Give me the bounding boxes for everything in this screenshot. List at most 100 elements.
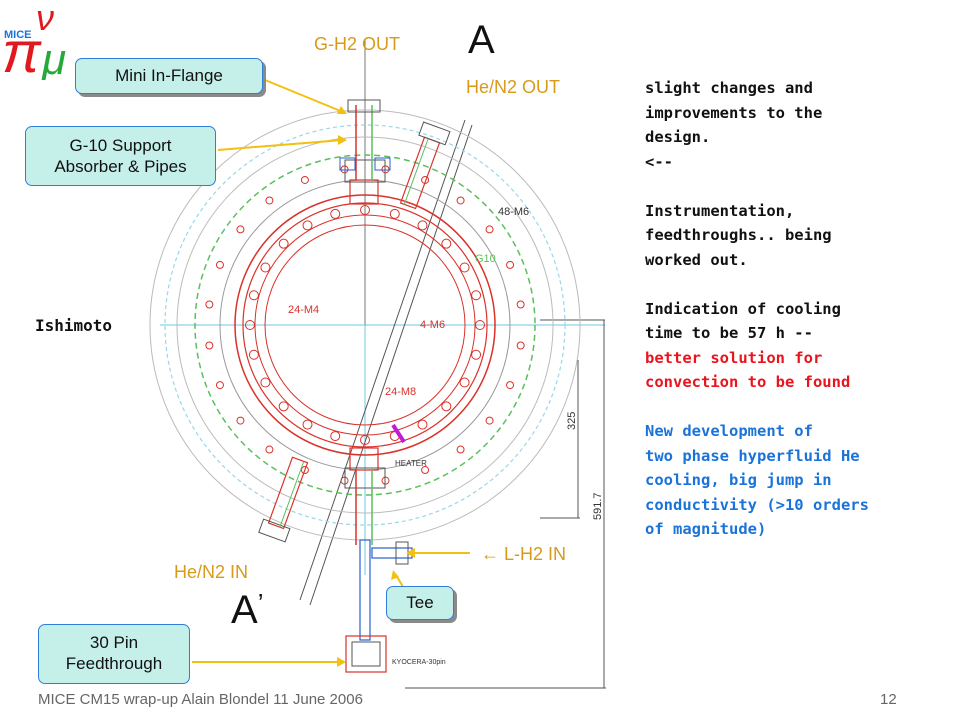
note-line-blue: conductivity (>10 orders — [645, 495, 869, 514]
label-l-h2-in: ← L-H2 IN — [481, 544, 566, 565]
note-spacer — [645, 272, 960, 297]
callout-g10-line2: Absorber & Pipes — [54, 157, 187, 176]
outer-bolt-holes — [205, 165, 525, 485]
outer-bolt-hole — [456, 445, 465, 454]
outer-bolt-hole — [265, 196, 274, 205]
absorber-ring-mid — [242, 202, 488, 448]
top-clamp-left — [339, 157, 356, 171]
bolt-hole — [278, 401, 289, 412]
diagonal-pipe-line-2 — [309, 124, 473, 606]
outer-bolt-hole — [485, 225, 494, 234]
note-line-blue: New development of — [645, 422, 813, 440]
bottom-flange-block — [349, 447, 379, 471]
label-24-m4: 24-M4 — [288, 304, 319, 316]
label-g-h2-out: G-H2 OUT — [314, 34, 401, 54]
outer-bolt-hole — [236, 416, 245, 425]
bolt-hole — [302, 419, 313, 430]
bolt-hole — [248, 349, 259, 360]
absorber-ring-outer — [234, 194, 496, 456]
bolt-holes — [245, 205, 485, 445]
callout-feed-line2: Feedthrough — [65, 654, 163, 673]
footer-text: MICE CM15 wrap-up Alain Blondel 11 June … — [38, 691, 363, 708]
bolt-hole — [459, 262, 470, 273]
page-number: 12 — [880, 691, 897, 708]
mice-logo-graphic: π ν μ MICE — [2, 0, 66, 85]
label-he-n2-out: He/N2 OUT — [466, 77, 561, 97]
label-kyocera: KYOCERA-30pin — [392, 659, 446, 666]
bolt-hole — [471, 290, 482, 301]
note-line-blue: of magnitude) — [645, 520, 767, 538]
bolt-hole — [441, 238, 452, 249]
lower-left-port — [258, 456, 309, 543]
bolt-hole — [441, 401, 452, 412]
note-line: time to be 57 h -- — [645, 324, 813, 342]
callout-tee: Tee — [386, 586, 454, 620]
absorber-inner — [264, 224, 466, 426]
top-flange-block — [349, 179, 379, 205]
bolt-hole — [248, 290, 259, 301]
section-label-a: A — [468, 18, 495, 62]
notes-panel: slight changes and improvements to the d… — [645, 76, 960, 542]
outer-bolt-hole — [215, 260, 224, 269]
bolt-hole — [260, 377, 271, 388]
label-4-m6: 4-M6 — [420, 319, 445, 331]
callout-g10-line1: G-10 Support — [69, 136, 172, 155]
note-line: design. — [645, 128, 711, 146]
bolt-hole — [459, 377, 470, 388]
note-line: worked out. — [645, 250, 748, 269]
bolt-hole — [360, 435, 370, 445]
bolt-hole — [475, 320, 485, 330]
label-g10: G10 — [475, 253, 496, 265]
mini-flange-top — [347, 99, 381, 113]
feedthrough-body — [351, 641, 381, 667]
dimension-325: 325 — [566, 412, 578, 430]
label-heater: HEATER — [395, 459, 427, 468]
note-line-blue: cooling, big jump in — [645, 471, 832, 489]
top-support-block — [344, 159, 386, 183]
note-line-blue: two phase hyperfluid He — [645, 446, 860, 465]
note-line-red: convection to be found — [645, 373, 851, 391]
dimension-5917: 591.7 — [592, 492, 604, 520]
outer-bolt-hole — [421, 466, 430, 475]
heater-element — [391, 423, 406, 444]
section-label-a-prime: A’ — [231, 588, 263, 633]
bolt-hole — [278, 238, 289, 249]
bolt-hole — [330, 431, 341, 442]
author-ishimoto: Ishimoto — [35, 316, 113, 335]
outer-bolt-hole — [506, 260, 515, 269]
feed-pipe — [359, 539, 371, 641]
label-24-m8: 24-M8 — [385, 386, 416, 398]
diagonal-pipe-line-1 — [299, 119, 466, 601]
left-arrow-icon: ← — [481, 544, 499, 564]
bolt-hole — [302, 220, 313, 231]
note-line: slight changes and — [645, 79, 813, 97]
bolt-hole — [260, 262, 271, 273]
upper-right-port — [399, 121, 451, 210]
note-line: <-- — [645, 152, 673, 171]
callout-feed-line1: 30 Pin — [89, 633, 139, 652]
logo-nu: ν — [36, 0, 54, 38]
callout-30-pin-feedthrough: 30 Pin Feedthrough — [38, 624, 190, 684]
outer-bolt-hole — [485, 416, 494, 425]
mice-logo: π ν μ MICE — [0, 0, 80, 85]
bolt-hole — [330, 208, 341, 219]
bolt-hole — [389, 208, 400, 219]
outer-bolt-hole — [205, 300, 214, 309]
label-48-m6: 48-M6 — [498, 206, 529, 218]
outer-ring-2 — [176, 136, 554, 514]
bolt-hole — [417, 220, 428, 231]
section-a-prime-letter: A — [231, 588, 258, 632]
top-clamp-right — [374, 157, 391, 171]
outer-bolt-hole — [516, 341, 525, 350]
callout-g10-support: G-10 Support Absorber & Pipes — [25, 126, 216, 186]
outer-bolt-hole — [236, 225, 245, 234]
outer-bolt-hole — [506, 381, 515, 390]
outer-bolt-hole — [300, 175, 309, 184]
note-line-red: better solution for — [645, 348, 823, 367]
bolt-hole — [417, 419, 428, 430]
note-line: Instrumentation, — [645, 201, 795, 220]
logo-mu: μ — [41, 35, 66, 80]
note-spacer — [645, 174, 960, 199]
outer-bolt-hole — [516, 300, 525, 309]
bottom-support-block — [344, 467, 386, 489]
